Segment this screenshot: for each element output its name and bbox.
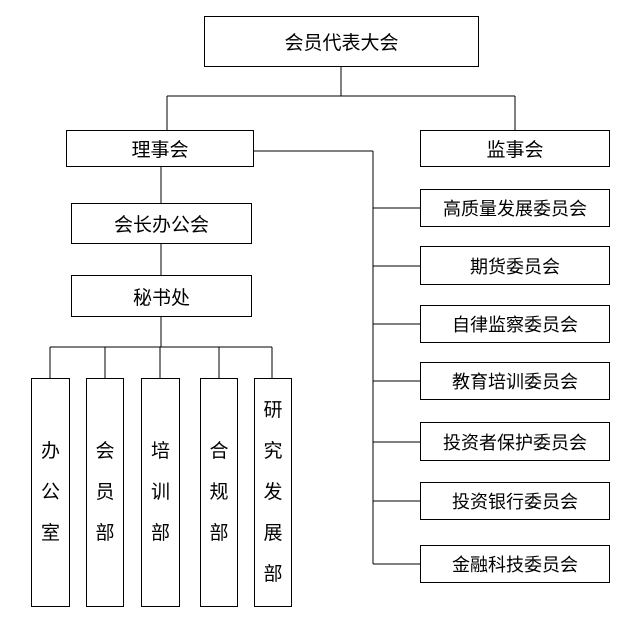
vertical-char: 训 bbox=[150, 481, 170, 503]
node-committee-education-training: 教育培训委员会 bbox=[420, 362, 610, 400]
vertical-char: 会 bbox=[95, 440, 115, 462]
node-department-office: 办公室 bbox=[31, 378, 70, 607]
vertical-char: 公 bbox=[40, 481, 60, 503]
node-department-training: 培训部 bbox=[141, 378, 180, 607]
node-committee-investor-protection: 投资者保护委员会 bbox=[420, 422, 610, 461]
vertical-char: 部 bbox=[263, 563, 283, 585]
node-presidents-office: 会长办公会 bbox=[71, 203, 252, 244]
node-committee-investment-banking: 投资银行委员会 bbox=[420, 482, 610, 520]
vertical-char: 员 bbox=[95, 481, 115, 503]
node-committee-fintech: 金融科技委员会 bbox=[420, 545, 610, 583]
node-committee-self-regulation: 自律监察委员会 bbox=[420, 305, 610, 343]
vertical-char: 合 bbox=[209, 440, 229, 462]
node-department-research: 研究发展部 bbox=[254, 378, 292, 607]
node-committee-quality-development: 高质量发展委员会 bbox=[420, 189, 610, 227]
vertical-char: 研 bbox=[263, 399, 283, 421]
node-secretariat: 秘书处 bbox=[71, 275, 252, 317]
node-root: 会员代表大会 bbox=[204, 16, 479, 67]
vertical-char: 部 bbox=[95, 522, 115, 544]
vertical-char: 部 bbox=[150, 522, 170, 544]
node-committee-futures: 期货委员会 bbox=[420, 246, 610, 285]
node-council: 理事会 bbox=[66, 130, 254, 167]
vertical-char: 究 bbox=[263, 440, 283, 462]
node-department-membership: 会员部 bbox=[86, 378, 124, 607]
vertical-char: 培 bbox=[150, 440, 170, 462]
vertical-char: 发 bbox=[263, 481, 283, 503]
vertical-char: 室 bbox=[40, 522, 60, 544]
vertical-char: 展 bbox=[263, 522, 283, 544]
node-supervisory-board: 监事会 bbox=[420, 130, 610, 167]
vertical-char: 规 bbox=[209, 481, 229, 503]
vertical-char: 部 bbox=[209, 522, 229, 544]
vertical-char: 办 bbox=[40, 440, 60, 462]
node-department-compliance: 合规部 bbox=[200, 378, 238, 607]
